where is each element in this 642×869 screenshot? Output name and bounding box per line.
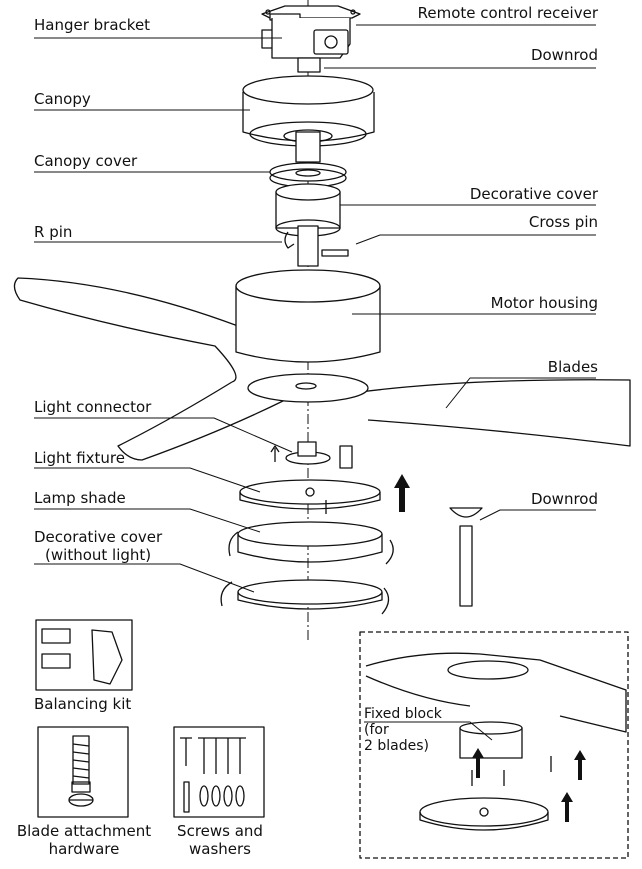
label-screws-and-washers: Screws and washers [177, 822, 263, 858]
decorative-cover-part [275, 183, 341, 267]
inset-two-blade-box [359, 631, 629, 859]
label-light-fixture: Light fixture [34, 449, 125, 467]
decorative-cover-no-light-part [220, 579, 390, 615]
cross-pin-part [321, 249, 349, 257]
blade-attachment-hardware-box [37, 726, 129, 818]
light-connector-part [270, 441, 353, 469]
screws-and-washers-box [173, 726, 265, 818]
label-cross-pin: Cross pin [528, 213, 598, 231]
lamp-shade-part [228, 521, 394, 565]
light-fixture-part [239, 479, 381, 514]
label-fixed-block: Fixed block (for 2 blades) [364, 706, 442, 754]
label-r-pin: R pin [34, 223, 73, 241]
blades-part [13, 277, 631, 461]
label-motor-housing: Motor housing [490, 294, 598, 312]
up-arrow-icon [394, 474, 410, 512]
downrod-side-part [449, 507, 483, 607]
label-canopy-cover: Canopy cover [34, 152, 138, 170]
label-downrod-top: Downrod [530, 46, 598, 64]
label-canopy: Canopy [34, 90, 91, 108]
leader-lines [34, 24, 596, 741]
label-balancing-kit: Balancing kit [34, 695, 132, 713]
label-decorative-cover-no-light: Decorative cover (without light) [34, 528, 163, 564]
inset-up-arrow-icon [472, 748, 586, 822]
label-light-connector: Light connector [34, 398, 152, 416]
label-blades: Blades [547, 358, 598, 376]
hanger-bracket-part [261, 5, 361, 59]
label-decorative-cover: Decorative cover [469, 185, 598, 203]
label-lamp-shade: Lamp shade [34, 489, 126, 507]
balancing-kit-box [35, 619, 133, 691]
label-blade-attachment-hardware: Blade attachment hardware [16, 822, 152, 858]
label-hanger-bracket: Hanger bracket [34, 16, 151, 34]
downrod-top-part [297, 57, 321, 73]
label-downrod-side: Downrod [530, 490, 598, 508]
canopy-part [242, 75, 375, 163]
label-remote-receiver: Remote control receiver [417, 4, 598, 22]
motor-housing-part [235, 269, 381, 403]
r-pin-part [284, 231, 295, 249]
